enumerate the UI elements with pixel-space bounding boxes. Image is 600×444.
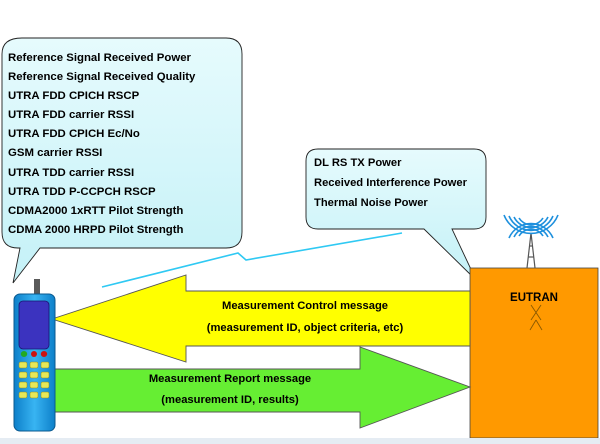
measurement-report-arrow (53, 346, 472, 429)
enb-measurement-item: DL RS TX Power (314, 157, 402, 169)
ue-measurement-item: Reference Signal Received Quality (8, 71, 196, 84)
ue-measurement-item: UTRA FDD CPICH RSCP (8, 90, 140, 103)
ue-measurement-item: CDMA2000 1xRTT Pilot Strength (8, 204, 184, 217)
control-message-detail: (measurement ID, object criteria, etc) (206, 322, 404, 334)
ue-measurement-item: UTRA FDD carrier RSSI (8, 109, 135, 122)
control-message-title: Measurement Control message (222, 300, 388, 312)
report-message-title: Measurement Report message (148, 373, 312, 385)
antenna-waves-icon (503, 214, 559, 239)
antenna-tower-icon (526, 232, 536, 269)
ue-measurement-item: GSM carrier RSSI (8, 147, 103, 160)
ue-measurement-item: CDMA 2000 HRPD Pilot Strength (8, 223, 184, 236)
enb-measurement-item: Thermal Noise Power (314, 197, 428, 209)
eutran-crossing-icon (529, 304, 543, 331)
enb-measurement-bubble (305, 148, 487, 281)
ue-measurement-item: Reference Signal Received Power (8, 52, 191, 64)
ue-measurement-item: UTRA TDD carrier RSSI (8, 166, 135, 179)
eutran-label: EUTRAN (510, 292, 558, 304)
ue-measurement-list: Reference Signal Received Power Referenc… (8, 49, 240, 240)
ue-measurement-item: UTRA FDD CPICH Ec/No (8, 128, 140, 141)
report-message-detail: (measurement ID, results) (161, 394, 299, 406)
enb-measurement-item: Received Interference Power (314, 177, 467, 189)
ue-measurement-bubble (1, 37, 243, 284)
mobile-phone-icon (13, 279, 56, 432)
enb-measurement-list: DL RS TX Power Received Interference Pow… (314, 157, 472, 217)
eutran-box (469, 267, 599, 439)
footer-strip (0, 438, 600, 444)
radio-link-icon (101, 232, 403, 288)
measurement-control-arrow (50, 274, 471, 363)
ue-measurement-item: UTRA TDD P-CCPCH RSCP (8, 185, 156, 198)
